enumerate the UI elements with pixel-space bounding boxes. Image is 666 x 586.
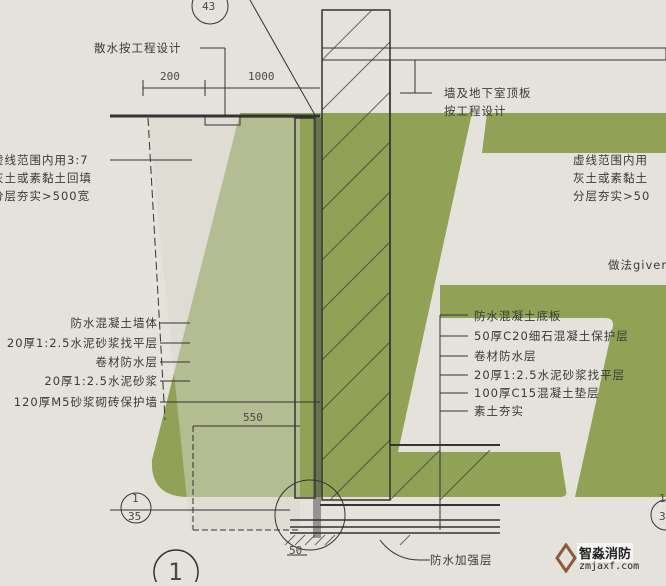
section-ref-circle xyxy=(120,492,152,524)
detail-circle xyxy=(274,479,346,551)
label-floor-6: 素土夯实 xyxy=(474,404,524,418)
label-right-backfill-1: 虚线范围内用 xyxy=(573,153,648,167)
dim-50: 50 xyxy=(289,544,303,557)
label-floor-5: 100厚C15混凝土垫层 xyxy=(474,386,600,400)
label-roof-1: 墙及地下室顶板 xyxy=(444,86,532,100)
label-floor-4: 20厚1:2.5水泥砂浆找平层 xyxy=(474,368,626,382)
label-wall-3: 卷材防水层 xyxy=(95,355,158,369)
watermark-shape-right-mid xyxy=(440,285,666,497)
label-reinforce: 防水加强层 xyxy=(430,553,493,567)
label-wall-5: 120厚M5砂浆砌砖保护墙 xyxy=(13,395,158,409)
label-floor-2: 50厚C20细石混凝土保护层 xyxy=(474,329,629,343)
watermark-shape-right-top xyxy=(482,113,666,153)
label-right-backfill-2: 灰土或素黏土 xyxy=(573,171,648,185)
label-roof-2: 按工程设计 xyxy=(444,104,507,118)
label-wall-2: 20厚1:2.5水泥砂浆找平层 xyxy=(6,336,158,350)
right-ref-circle xyxy=(650,499,666,531)
label-method: 做法given xyxy=(608,258,666,272)
watermark-brand: 智淼消防 zmjaxf.com xyxy=(555,543,665,579)
brand-name: 智淼消防 xyxy=(577,543,634,562)
ref-number-top: 43 xyxy=(202,0,216,13)
ref-circle-top xyxy=(191,0,229,25)
label-right-backfill-3: 分层夯实>50 xyxy=(573,189,651,203)
detail-number: 1 xyxy=(168,558,183,586)
brand-logo-icon xyxy=(555,543,577,573)
dim-550: 550 xyxy=(243,411,263,424)
brand-url: zmjaxf.com xyxy=(579,561,640,572)
label-backfill-3: 分层夯实>500宽 xyxy=(0,189,91,203)
dim-200: 200 xyxy=(160,70,180,83)
section-ref-bottom: 35 xyxy=(128,510,142,523)
label-floor-1: 防水混凝土底板 xyxy=(474,309,562,323)
right-ref-bottom: 3 xyxy=(659,510,666,523)
label-backfill-2: 灰土或素黏土回填 xyxy=(0,171,92,185)
section-ref-top: 1 xyxy=(132,492,139,505)
label-wall-1: 防水混凝土墙体 xyxy=(70,316,158,330)
label-backfill-1: 虚线范围内用3:7 xyxy=(0,153,89,167)
right-ref-top: 1 xyxy=(659,492,666,505)
label-floor-3: 卷材防水层 xyxy=(474,349,537,363)
detail-number-circle xyxy=(153,549,199,582)
label-wall-4: 20厚1:2.5水泥砂浆 xyxy=(44,374,158,388)
label-apron: 散水按工程设计 xyxy=(94,41,182,55)
dim-1000: 1000 xyxy=(248,70,275,83)
